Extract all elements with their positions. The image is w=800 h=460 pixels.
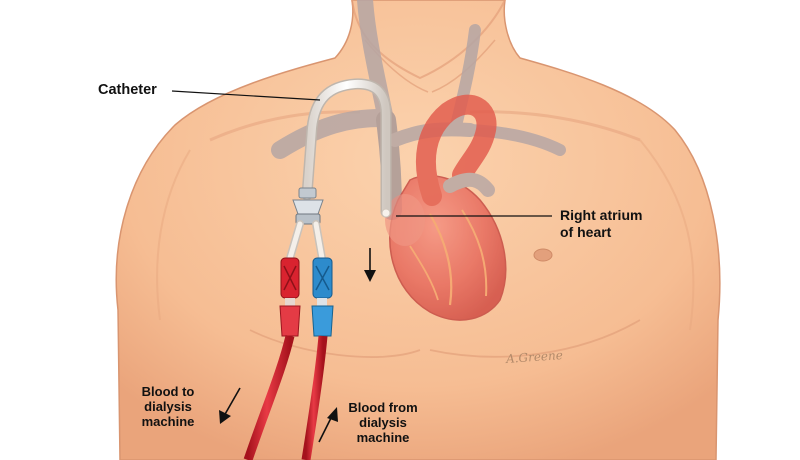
blue-clamp — [311, 257, 334, 337]
catheter-label-text: Catheter — [98, 82, 157, 98]
arrow-out-icon — [219, 387, 241, 424]
blood-to-label-line1: Blood to — [141, 384, 195, 399]
arrow-in-icon — [318, 407, 338, 443]
red-clamp — [279, 257, 301, 337]
arrow-down-icon — [364, 248, 376, 282]
blood-from-label-line1: Blood from — [348, 400, 418, 415]
catheter-leader-line — [171, 90, 321, 101]
return-tube — [301, 335, 328, 460]
blood-to-dialysis-label: Blood to dialysis machine — [118, 384, 218, 429]
red-tube — [243, 334, 295, 460]
blood-to-label-line2: dialysis — [144, 399, 192, 414]
nipple — [533, 248, 553, 262]
right-atrium-label-line1: Right atrium — [560, 207, 643, 223]
blood-from-dialysis-label: Blood from dialysis machine — [328, 400, 438, 445]
heart — [385, 94, 507, 321]
blood-from-label-line3: machine — [356, 430, 410, 445]
catheter — [301, 78, 392, 218]
catheter-hub — [286, 187, 326, 262]
blood-from-label-line2: dialysis — [359, 415, 407, 430]
right-atrium-label-line2: of heart — [560, 224, 612, 240]
right-atrium-label: Right atrium of heart — [560, 207, 642, 241]
blood-to-label-line3: machine — [141, 414, 195, 429]
catheter-label: Catheter — [98, 83, 157, 98]
